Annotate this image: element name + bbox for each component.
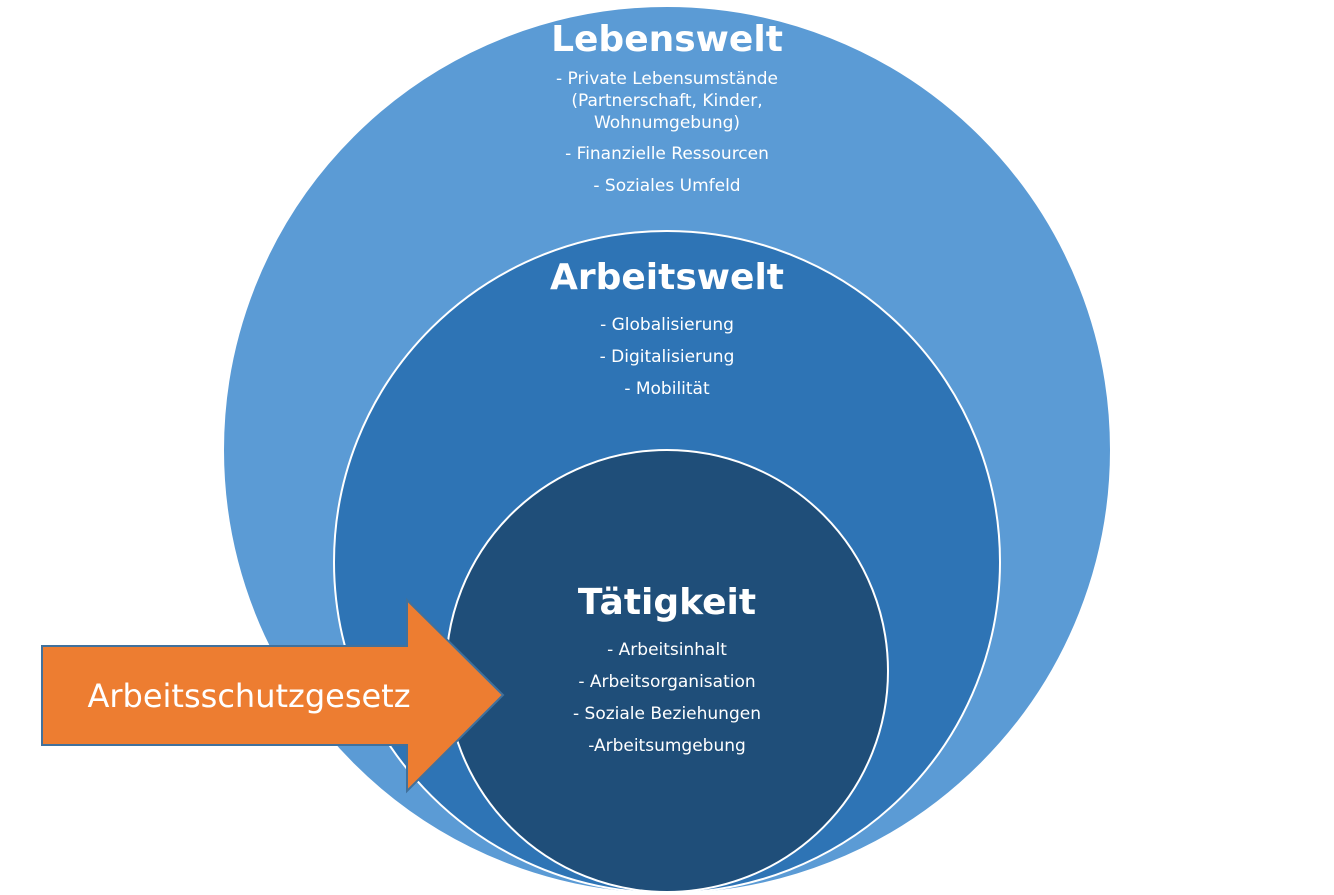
arbeitsschutzgesetz-arrow	[41, 597, 505, 794]
lebenswelt-item: - Finanzielle Ressourcen	[565, 144, 769, 164]
lebenswelt-item: - Soziales Umfeld	[593, 176, 741, 196]
arbeitsschutzgesetz-label: Arbeitsschutzgesetz	[87, 677, 411, 715]
arbeitswelt-label: Arbeitswelt - Globalisierung - Digitalis…	[467, 256, 867, 410]
arbeitswelt-item: - Globalisierung	[600, 315, 734, 335]
arbeitswelt-items: - Globalisierung - Digitalisierung - Mob…	[467, 314, 867, 401]
taetigkeit-item: - Arbeitsinhalt	[607, 640, 727, 660]
lebenswelt-title: Lebenswelt	[551, 19, 783, 60]
arbeitswelt-item: - Digitalisierung	[599, 347, 735, 367]
taetigkeit-items: - Arbeitsinhalt - Arbeitsorganisation - …	[517, 639, 817, 758]
arbeitswelt-title: Arbeitswelt	[550, 257, 784, 298]
taetigkeit-item: - Soziale Beziehungen	[573, 704, 761, 724]
lebenswelt-item: - Private Lebensumstände (Partnerschaft,…	[555, 69, 779, 133]
taetigkeit-item: - Arbeitsorganisation	[578, 672, 756, 692]
taetigkeit-label: Tätigkeit - Arbeitsinhalt - Arbeitsorgan…	[517, 581, 817, 767]
arbeitswelt-item: - Mobilität	[624, 379, 710, 399]
taetigkeit-title: Tätigkeit	[577, 582, 757, 623]
lebenswelt-label: Lebenswelt - Private Lebensumstände (Par…	[467, 18, 867, 207]
lebenswelt-items: - Private Lebensumstände (Partnerschaft,…	[467, 68, 867, 198]
taetigkeit-item: -Arbeitsumgebung	[588, 736, 746, 756]
